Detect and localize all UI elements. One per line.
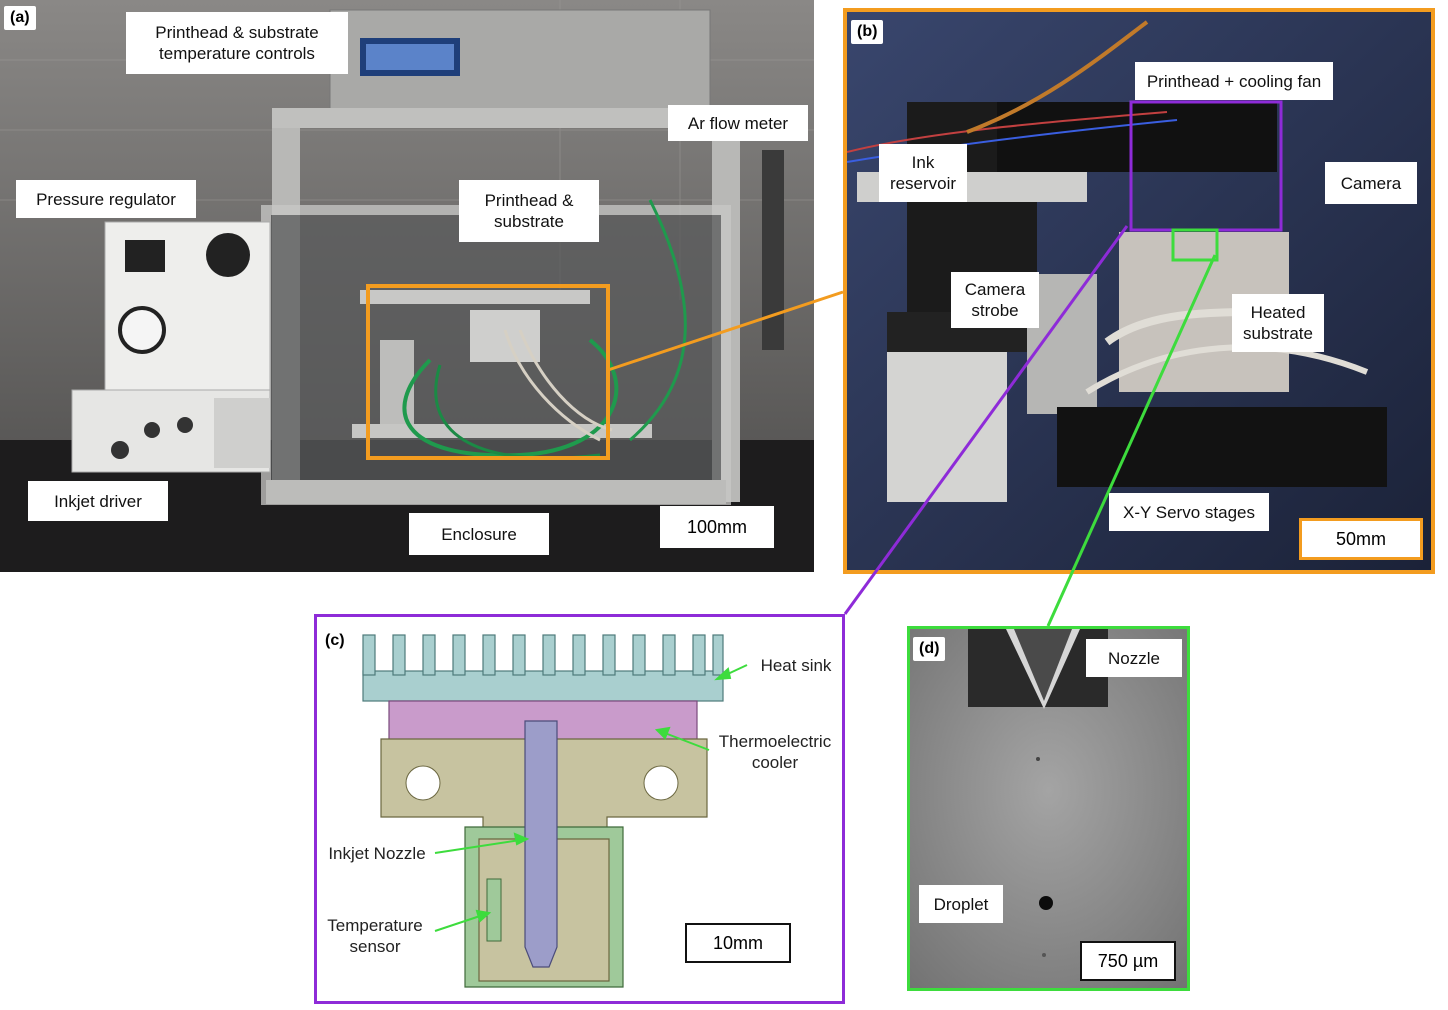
label-ink-reservoir: Ink reservoir <box>879 144 967 202</box>
label-inkjet-driver: Inkjet driver <box>28 481 168 521</box>
panel-a-tag: (a) <box>4 6 36 30</box>
panel-c-tag: (c) <box>319 629 351 653</box>
label-tec: Thermoelectric cooler <box>718 732 832 772</box>
panel-b-photo: (b) Printhead + cooling fan Ink reservoi… <box>843 8 1435 574</box>
label-heat-sink: Heat sink <box>760 656 832 675</box>
panel-b-tag: (b) <box>851 20 884 44</box>
label-camera: Camera <box>1325 162 1417 204</box>
scalebar-a: 100mm <box>660 506 774 548</box>
label-pressure-regulator: Pressure regulator <box>16 180 196 218</box>
panel-d-scene <box>910 629 1187 988</box>
panel-c-diagram: (c) Heat sink Thermoelectric cooler Inkj… <box>314 614 845 1004</box>
panel-c-cad <box>362 634 748 988</box>
label-inkjet-nozzle: Inkjet Nozzle <box>328 844 426 863</box>
label-ar-flow-meter: Ar flow meter <box>668 105 808 141</box>
label-xy-stages: X-Y Servo stages <box>1109 493 1269 531</box>
panel-a-photo: (a) Printhead & substrate temperature co… <box>0 0 814 572</box>
label-enclosure: Enclosure <box>409 513 549 555</box>
label-camera-strobe: Camera strobe <box>951 272 1039 328</box>
panel-d-photo: (d) Nozzle Droplet 750 µm <box>907 626 1190 991</box>
scalebar-c: 10mm <box>685 923 791 963</box>
scalebar-d: 750 µm <box>1080 941 1176 981</box>
label-temperature-sensor: Temperature sensor <box>327 916 423 956</box>
scalebar-b: 50mm <box>1299 518 1423 560</box>
panel-d-tag: (d) <box>913 637 946 661</box>
label-heated-substrate: Heated substrate <box>1232 294 1324 352</box>
droplet-dot <box>1039 896 1053 910</box>
label-printhead-substrate-a: Printhead & substrate <box>459 180 599 242</box>
panel-a-scene <box>0 0 814 572</box>
label-printhead-fan: Printhead + cooling fan <box>1135 62 1333 100</box>
label-droplet: Droplet <box>919 885 1003 923</box>
label-nozzle-d: Nozzle <box>1086 639 1182 677</box>
label-temp-controls: Printhead & substrate temperature contro… <box>126 12 348 74</box>
